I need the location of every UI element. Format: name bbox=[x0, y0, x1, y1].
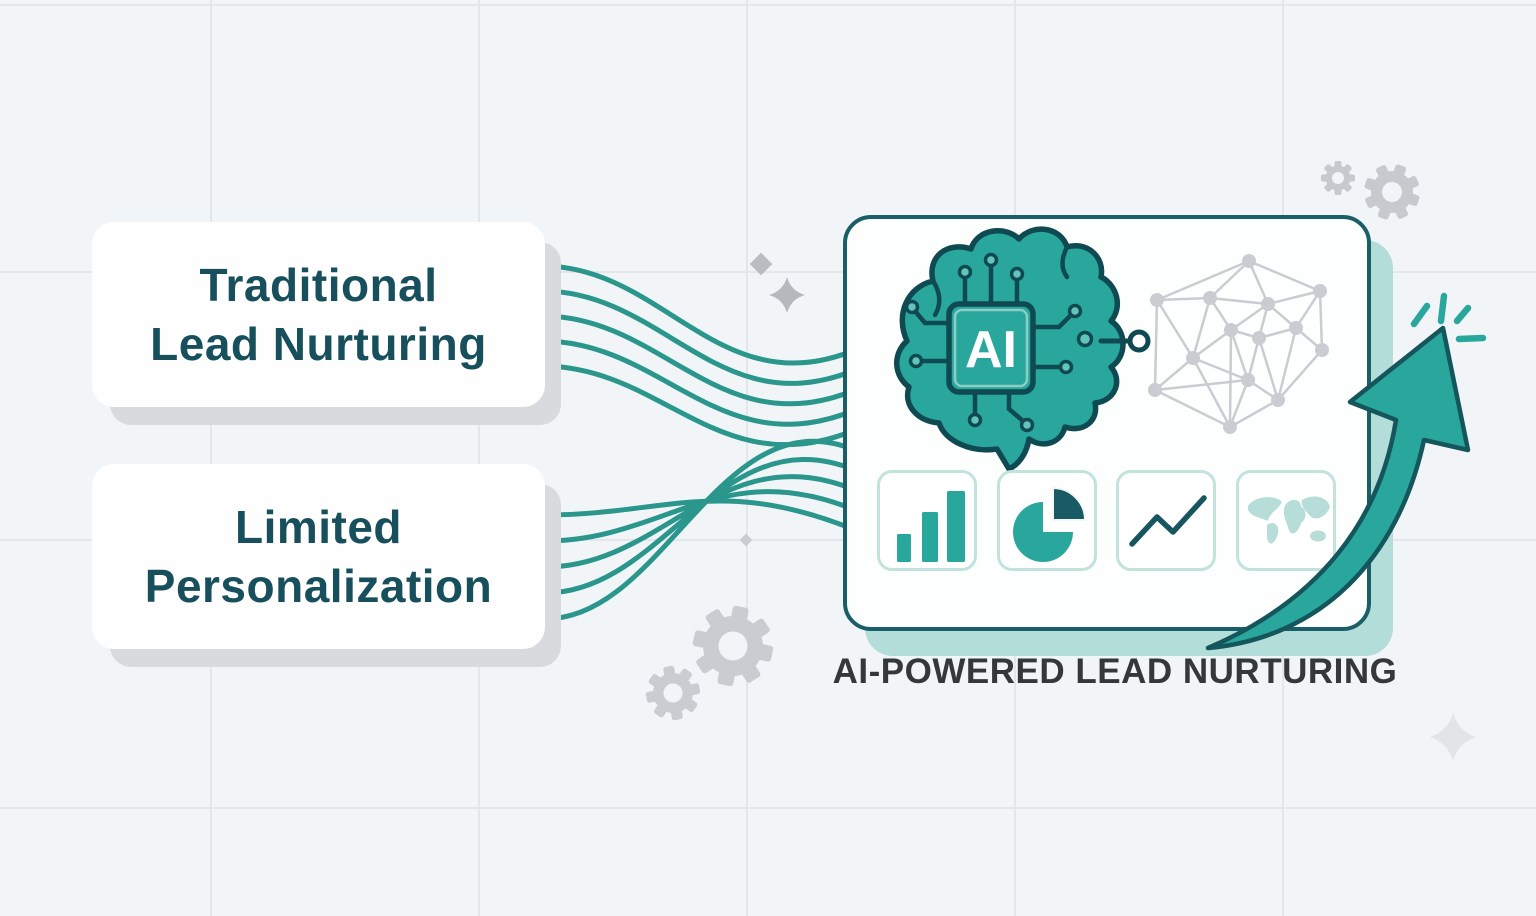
flow-lines bbox=[542, 263, 858, 622]
card-text-line: Personalization bbox=[144, 559, 493, 612]
gear-icon bbox=[1321, 161, 1355, 195]
ai-panel: AI bbox=[843, 215, 1371, 631]
card-text-line: Traditional bbox=[199, 258, 438, 311]
grid-line bbox=[0, 4, 1536, 6]
tile-world-map bbox=[1236, 470, 1336, 571]
connector-line bbox=[1098, 329, 1151, 353]
grid-line bbox=[746, 0, 748, 916]
brain-ai-icon: AI bbox=[894, 226, 1151, 472]
card-text-line: Lead Nurturing bbox=[150, 317, 487, 370]
tile-line-chart bbox=[1116, 470, 1216, 571]
gear-icon bbox=[1364, 164, 1420, 220]
grid-line bbox=[0, 539, 1536, 541]
gear-icon bbox=[645, 665, 701, 721]
ai-chip bbox=[946, 301, 1036, 395]
card-text-line: Limited bbox=[234, 500, 403, 553]
panel-caption: AI-POWERED LEAD NURTURING bbox=[832, 652, 1398, 691]
line-chart-icon bbox=[1128, 494, 1207, 547]
grid-line bbox=[210, 0, 212, 916]
sparkle-icon bbox=[769, 277, 805, 313]
card-limited-personalization: Limited Personalization bbox=[92, 464, 545, 649]
bar-chart-icon bbox=[896, 490, 965, 562]
grid-line bbox=[0, 271, 1536, 273]
tile-bar-chart bbox=[877, 470, 977, 571]
network-graph-icon bbox=[1148, 254, 1329, 434]
ai-chip-label: AI bbox=[965, 321, 1017, 379]
pie-chart-icon bbox=[1012, 486, 1086, 562]
tile-pie-chart bbox=[997, 470, 1097, 571]
sparkle-icon bbox=[1430, 713, 1476, 761]
grid-line bbox=[478, 0, 480, 916]
grid-line bbox=[0, 807, 1536, 809]
gear-icon bbox=[692, 605, 774, 687]
card-traditional-lead-nurturing: Traditional Lead Nurturing bbox=[92, 222, 545, 407]
world-map-icon bbox=[1247, 495, 1330, 543]
